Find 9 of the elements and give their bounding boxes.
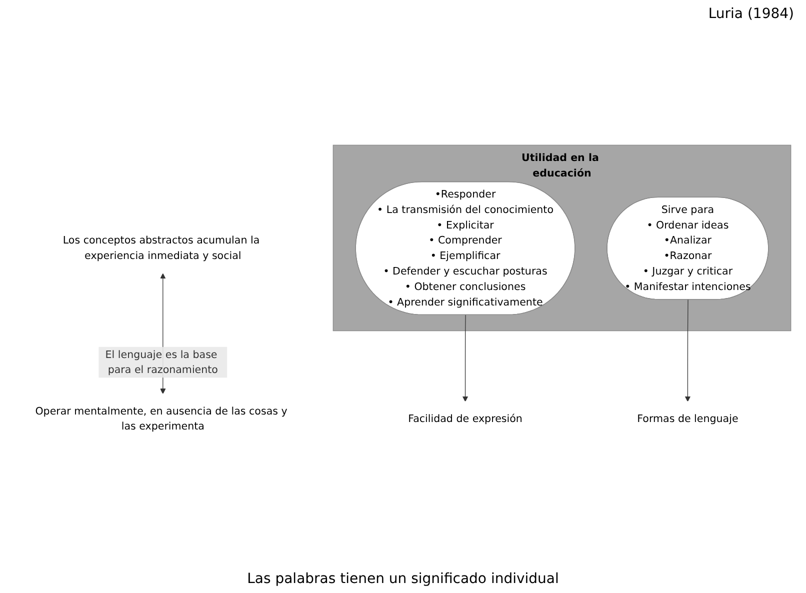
arrow (462, 314, 468, 402)
node-text: Operar mentalmente, en ausencia de las cosas y las experimenta (35, 404, 288, 432)
arrow (684, 299, 691, 402)
node-text: Formas de lenguaje (637, 412, 738, 425)
node-text: Facilidad de expresión (408, 412, 522, 425)
node-text: Los conceptos abstractos acumulan la experiencia inmediata y social (62, 234, 260, 262)
citation-text: Luria (1984) (708, 6, 794, 22)
note-text: Las palabras tienen un significado individual (247, 571, 559, 587)
edge-label: El lenguaje es la base para el razonamiento (105, 348, 218, 376)
